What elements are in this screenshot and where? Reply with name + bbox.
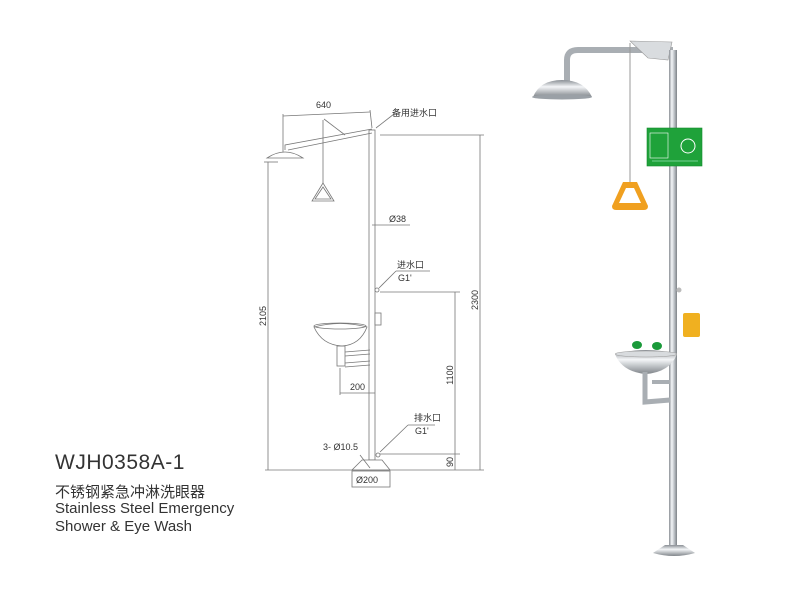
drawing-arm [284,128,373,150]
technical-drawing [264,109,484,488]
base-plate [653,545,695,556]
dim-drain-height: 90 [445,457,455,467]
model-number: WJH0358A-1 [55,451,185,474]
eyewash-nozzle-right [652,342,662,350]
pole [669,50,677,546]
label-inlet: 进水口 [397,259,424,270]
dim-shower-height: 2105 [258,306,268,326]
dim-pipe-diameter: Ø38 [389,214,406,224]
product-name-en-line2: Shower & Eye Wash [55,518,192,535]
dimension-labels: 640 备用进水口 Ø38 进水口 G1' 排水口 G1' 2105 2300 … [258,100,480,485]
shower-head [533,80,592,97]
dim-bowl-offset: 200 [350,382,365,392]
drawing-pull-handle [311,182,335,202]
label-drain-thread: G1' [415,426,429,436]
drawing-shower-head [265,151,305,159]
dim-arm-length: 640 [316,100,331,110]
label-drain: 排水口 [414,412,441,423]
dim-inlet-height: 1100 [445,365,455,384]
drawing-bowl [313,323,368,347]
dim-base-diameter: Ø200 [356,475,378,485]
dim-total-height: 2300 [470,290,480,310]
safety-sign [646,127,703,167]
eyewash-nozzle-left [632,341,642,349]
drawing-pole [368,129,376,461]
label-spare-inlet: 备用进水口 [392,107,437,118]
product-name-cn: 不锈钢紧急冲淋洗眼器 [55,483,206,501]
label-inlet-thread: G1' [398,273,412,283]
dim-bolt-holes: 3- Ø10.5 [323,442,358,452]
push-flag [683,313,700,337]
product-photo [532,40,703,556]
product-name-en-line1: Stainless Steel Emergency [55,500,235,517]
drawing-base [351,459,391,471]
shower-arm [564,47,673,82]
